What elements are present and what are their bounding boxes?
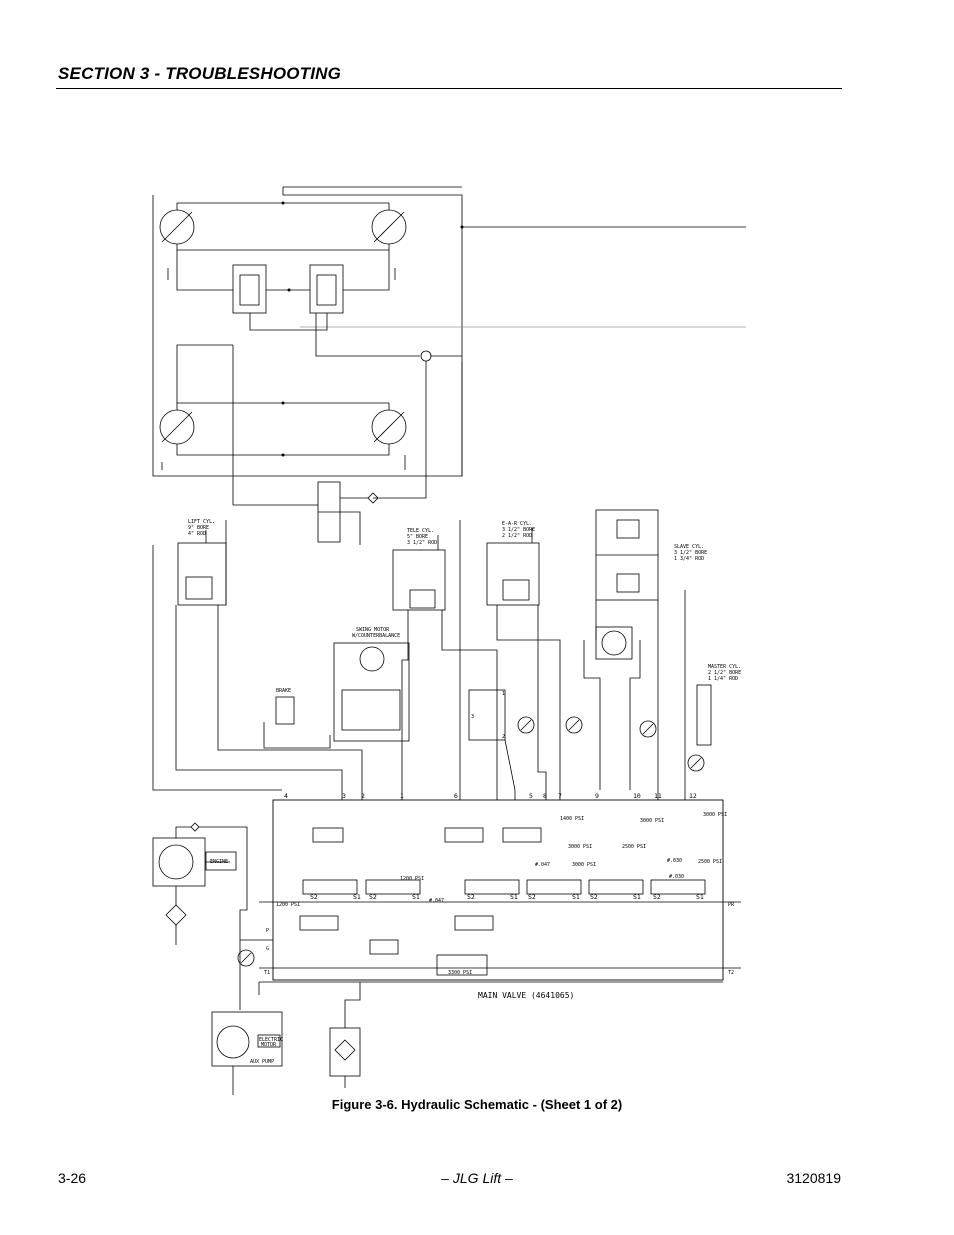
svg-text:12: 12 xyxy=(689,792,697,800)
svg-text:#.030: #.030 xyxy=(667,858,682,864)
svg-text:7: 7 xyxy=(558,792,562,800)
svg-text:T2: T2 xyxy=(728,970,734,976)
svg-text:3 1/2" BORE: 3 1/2" BORE xyxy=(674,550,707,556)
svg-text:5: 5 xyxy=(529,792,533,800)
svg-text:W/COUNTERBALANCE: W/COUNTERBALANCE xyxy=(352,633,400,639)
svg-text:1 1/4" ROD: 1 1/4" ROD xyxy=(708,676,738,682)
svg-text:1: 1 xyxy=(502,691,505,697)
svg-text:S1: S1 xyxy=(412,893,420,901)
brake-label: BRAKE xyxy=(276,688,291,694)
svg-text:2 1/2" ROD: 2 1/2" ROD xyxy=(502,533,532,539)
ear-cyl-label: E-A-R CYL. xyxy=(502,521,532,527)
svg-text:S2: S2 xyxy=(369,893,377,901)
page-number: 3-26 xyxy=(58,1170,87,1186)
svg-text:S1: S1 xyxy=(696,893,704,901)
svg-text:S2: S2 xyxy=(590,893,598,901)
svg-text:9: 9 xyxy=(595,792,599,800)
slave-cyl-label: SLAVE CYL. xyxy=(674,544,704,550)
svg-text:6: 6 xyxy=(454,792,458,800)
header-rule xyxy=(56,88,842,89)
svg-text:2500 PSI: 2500 PSI xyxy=(622,844,646,850)
document-number: 3120819 xyxy=(786,1170,841,1186)
svg-text:S2: S2 xyxy=(467,893,475,901)
svg-text:P: P xyxy=(266,928,269,934)
svg-text:S1: S1 xyxy=(510,893,518,901)
svg-text:4: 4 xyxy=(284,792,288,800)
svg-text:10: 10 xyxy=(633,792,641,800)
svg-text:S1: S1 xyxy=(353,893,361,901)
svg-text:1200 PSI: 1200 PSI xyxy=(276,902,300,908)
svg-text:S2: S2 xyxy=(653,893,661,901)
lift-cyl-label: LIFT CYL. xyxy=(188,519,215,525)
section-title: SECTION 3 - TROUBLESHOOTING xyxy=(58,64,342,83)
svg-text:S1: S1 xyxy=(633,893,641,901)
svg-text:9" BORE: 9" BORE xyxy=(188,525,209,531)
master-cyl-label: MASTER CYL. xyxy=(708,664,741,670)
svg-text:3300 PSI: 3300 PSI xyxy=(448,970,472,976)
svg-text:T1: T1 xyxy=(264,970,270,976)
svg-text:11: 11 xyxy=(654,792,662,800)
electric-motor-label: ELECTRIC xyxy=(259,1037,283,1043)
svg-text:#.047: #.047 xyxy=(535,862,550,868)
svg-text:MOTOR: MOTOR xyxy=(261,1042,277,1048)
svg-text:#.030: #.030 xyxy=(669,874,684,880)
svg-text:3 1/2" ROD: 3 1/2" ROD xyxy=(407,540,437,546)
svg-text:#.047: #.047 xyxy=(429,898,444,904)
svg-text:2: 2 xyxy=(502,734,505,740)
svg-text:1400 PSI: 1400 PSI xyxy=(560,816,584,822)
swing-motor-label: SWING MOTOR xyxy=(356,627,390,633)
svg-text:3000 PSI: 3000 PSI xyxy=(640,818,664,824)
svg-text:3000 PSI: 3000 PSI xyxy=(568,844,592,850)
svg-text:S2: S2 xyxy=(310,893,318,901)
aux-pump-label: AUX PUMP xyxy=(250,1059,274,1065)
svg-text:G: G xyxy=(266,946,269,952)
engine-label: ENGINE xyxy=(210,859,228,865)
tele-cyl-label: TELE CYL. xyxy=(407,528,434,534)
svg-text:2: 2 xyxy=(361,792,365,800)
svg-text:4" ROD: 4" ROD xyxy=(188,531,206,537)
svg-text:3000 PSI: 3000 PSI xyxy=(572,862,596,868)
svg-text:8: 8 xyxy=(543,792,547,800)
svg-text:S1: S1 xyxy=(572,893,580,901)
svg-text:S2: S2 xyxy=(528,893,536,901)
svg-text:2500 PSI: 2500 PSI xyxy=(698,859,722,865)
svg-text:3 1/2" BORE: 3 1/2" BORE xyxy=(502,527,535,533)
svg-text:3000 PSI: 3000 PSI xyxy=(703,812,727,818)
svg-text:1200 PSI: 1200 PSI xyxy=(400,876,424,882)
figure-caption: Figure 3-6. Hydraulic Schematic - (Sheet… xyxy=(331,1097,623,1112)
svg-text:3: 3 xyxy=(471,714,474,720)
svg-text:2 1/2" BORE: 2 1/2" BORE xyxy=(708,670,741,676)
svg-text:5" BORE: 5" BORE xyxy=(407,534,428,540)
main-valve-label: MAIN VALVE (4641065) xyxy=(478,991,574,1000)
footer-publisher: – JLG Lift – xyxy=(441,1170,513,1186)
svg-text:1 3/4" ROD: 1 3/4" ROD xyxy=(674,556,704,562)
svg-text:3: 3 xyxy=(342,792,346,800)
svg-text:PR: PR xyxy=(728,902,735,908)
svg-text:1: 1 xyxy=(400,792,404,800)
